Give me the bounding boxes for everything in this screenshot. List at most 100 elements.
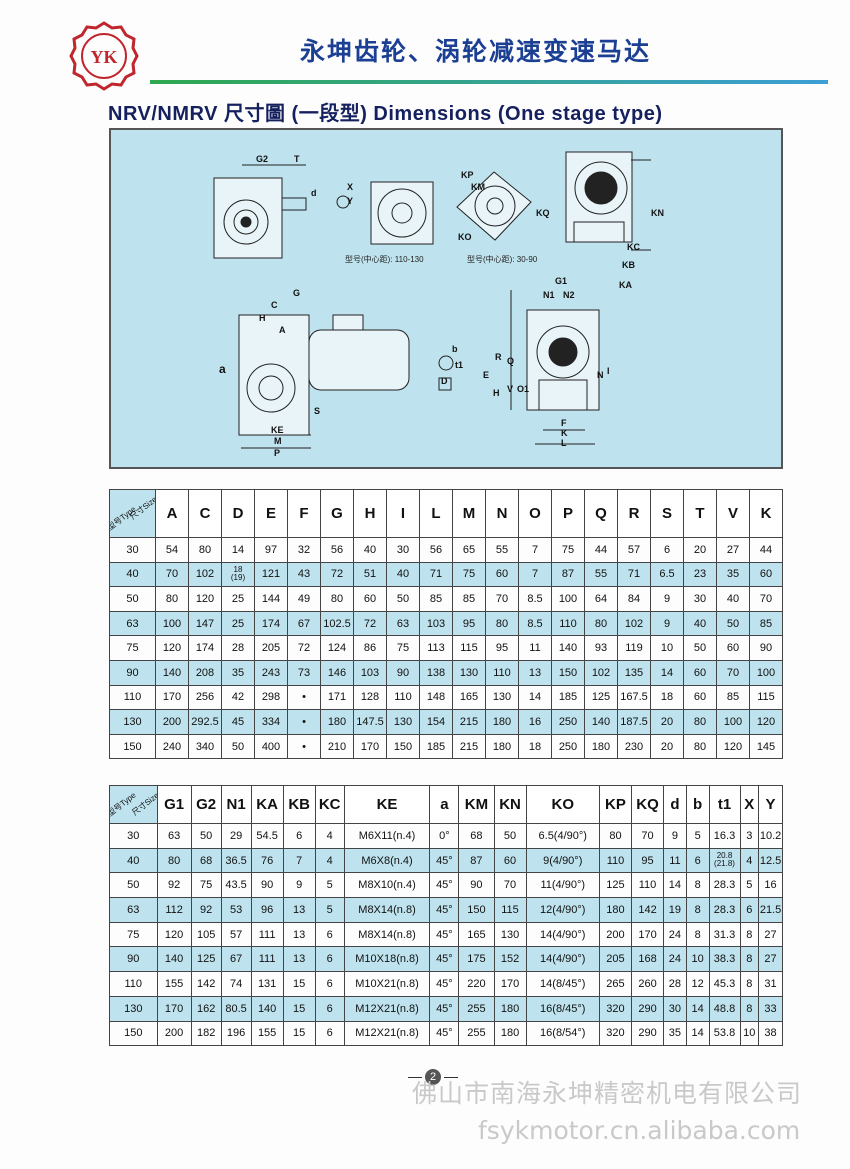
table-cell: 68 [190, 847, 222, 874]
header-divider [150, 80, 828, 84]
table-cell: 140 [155, 659, 189, 686]
table-cell: 7 [282, 847, 316, 874]
table-cell: 8 [685, 872, 710, 899]
drawing-label: C [271, 300, 278, 310]
drawing-label: G2 [256, 154, 269, 164]
table-cell: 60 [353, 586, 387, 612]
table-cell: 90 [250, 872, 284, 899]
table-cell: 3 [739, 823, 760, 849]
table-cell: 73 [287, 659, 321, 686]
column-header: KQ [630, 785, 665, 824]
table-cell: 30 [663, 995, 687, 1022]
table-cell: 32 [287, 537, 321, 563]
table-cell: 80 [485, 610, 519, 637]
table-cell: 9 [650, 610, 684, 637]
table-cell: 255 [458, 995, 495, 1022]
table-cell: 6 [739, 897, 760, 923]
table-cell: 80 [584, 610, 618, 637]
table-cell: 35 [716, 561, 750, 588]
table-cell: 150 [458, 897, 495, 923]
table-cell: 35 [221, 659, 255, 686]
table-cell: 50 [386, 586, 420, 612]
table-cell: 24 [663, 946, 687, 973]
drawing-label: N2 [563, 290, 575, 300]
table-cell: 102 [584, 659, 618, 686]
table-cell: 30 [109, 823, 158, 849]
column-header: Q [584, 489, 618, 538]
table-cell: M10X18(n.8) [343, 946, 431, 973]
column-header: K [749, 489, 783, 538]
table-cell: 110 [485, 659, 519, 686]
table-cell: M6X11(n.4) [343, 823, 431, 849]
table-cell: 16 [518, 709, 552, 735]
table-cell: 43 [287, 561, 321, 588]
table-cell: 0° [429, 823, 460, 849]
table-cell: 45° [429, 946, 460, 973]
drawing-label: O1 [517, 384, 530, 394]
table-cell: 215 [452, 709, 486, 735]
table-cell: 110 [109, 684, 156, 711]
table-cell: 4 [739, 847, 760, 874]
table-cell: 150 [551, 659, 585, 686]
table-cell: 230 [617, 733, 651, 760]
table-cell: 50 [190, 823, 222, 849]
table-cell: 6 [314, 921, 345, 948]
table-cell: 220 [458, 971, 495, 997]
table-cell: 44 [584, 537, 618, 563]
table-cell: 18 [518, 733, 552, 760]
table-cell: 30 [109, 537, 156, 563]
drawing-label: R [495, 352, 502, 362]
table-cell: 200 [598, 921, 632, 948]
table-corner: 尺寸Size 型号Type [109, 785, 158, 824]
table-cell: 130 [485, 684, 519, 711]
table-cell: 8 [739, 921, 760, 948]
table-cell: 75 [386, 635, 420, 661]
table-cell: 24 [663, 921, 687, 948]
table-cell: 100 [716, 709, 750, 735]
table-cell: 5 [314, 872, 345, 899]
table-cell: 28.3 [708, 872, 741, 899]
table-cell: 260 [630, 971, 665, 997]
table-cell: 7 [518, 561, 552, 588]
table-cell: 9 [650, 586, 684, 612]
table-cell: 60 [716, 635, 750, 661]
table-cell: 105 [190, 921, 222, 948]
table-cell: 70 [493, 872, 527, 899]
stacked-value: 18(19) [230, 564, 246, 582]
table-cell: 240 [155, 733, 189, 760]
table-cell: 8.5 [518, 586, 552, 612]
table-cell: 19 [663, 897, 687, 923]
table-cell: 125 [190, 946, 222, 973]
table-cell: 85 [419, 586, 453, 612]
table-cell: 334 [254, 709, 288, 735]
table-cell: 56 [320, 537, 354, 563]
table-cell: 150 [386, 733, 420, 760]
table-cell: 21.5 [758, 897, 783, 923]
table-cell: 72 [287, 635, 321, 661]
table-cell: 48.8 [708, 995, 741, 1022]
table-cell: 72 [320, 561, 354, 588]
table-cell: 102.5 [320, 610, 354, 637]
table-cell: 208 [188, 659, 222, 686]
table-cell: 14(4/90°) [525, 921, 600, 948]
table-cell: 155 [250, 1020, 284, 1047]
table-cell: 174 [254, 610, 288, 637]
table-cell: 95 [485, 635, 519, 661]
drawing-label: L [561, 438, 567, 448]
table-cell: 80 [155, 586, 189, 612]
table-cell: 63 [386, 610, 420, 637]
table-cell: 30 [683, 586, 717, 612]
table-cell: 60 [683, 684, 717, 711]
drawing-label: KQ [536, 208, 550, 218]
table-cell: 320 [598, 1020, 632, 1047]
column-header: O [518, 489, 552, 538]
table-cell: 75 [109, 635, 156, 661]
table-cell: 10.2 [758, 823, 783, 849]
table-cell: 150 [109, 733, 156, 760]
table-cell: 60 [683, 659, 717, 686]
table-cell: 144 [254, 586, 288, 612]
table-cell: 45° [429, 1020, 460, 1047]
